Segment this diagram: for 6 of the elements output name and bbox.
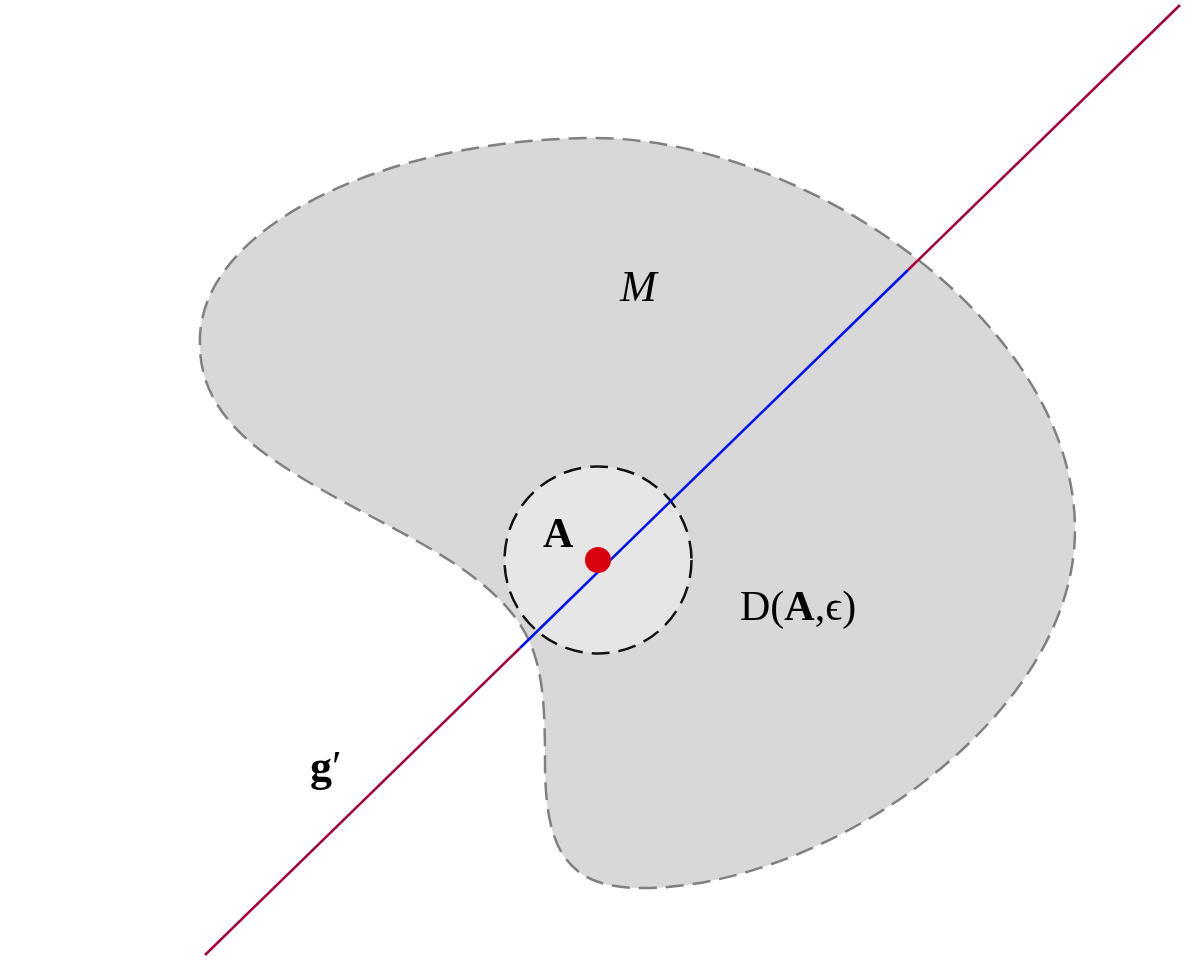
point-label: A [543, 512, 574, 554]
disk-label: D(A,ϵ) [740, 585, 857, 627]
point-dot [585, 547, 611, 573]
disk-shape [503, 465, 693, 655]
region-label: M [620, 265, 657, 309]
line-label: g′ [310, 745, 342, 789]
